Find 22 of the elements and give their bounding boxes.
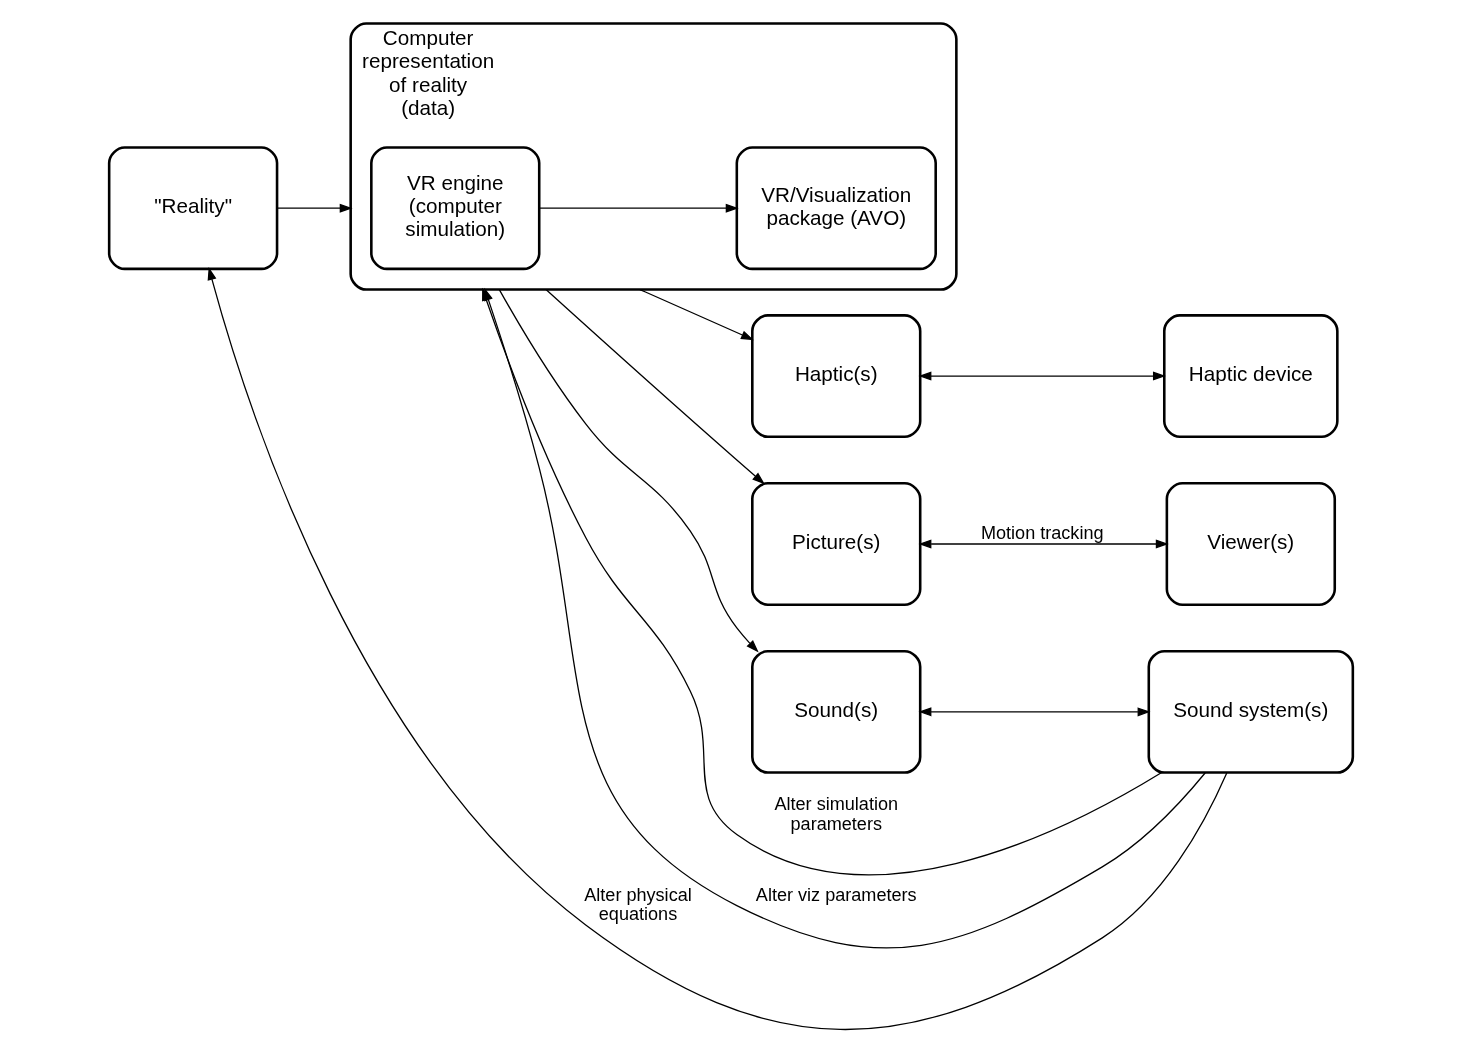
node-box: Picture(s) [750, 482, 921, 606]
node-box: Haptic(s) [750, 314, 921, 439]
arrow [917, 539, 1169, 549]
edge-label: Alter simulation parameters [773, 794, 898, 834]
edge-label: Alter viz parameters [755, 884, 917, 905]
edge-label: Alter physical equations [583, 884, 692, 925]
arrow [538, 203, 739, 213]
arrow [638, 288, 754, 341]
node-box: Sound system(s) [1147, 649, 1354, 774]
node-box: VR engine (computer simulation) [369, 146, 540, 271]
arrow [917, 707, 1151, 717]
node-box: Viewer(s) [1165, 482, 1336, 606]
node-box: Haptic device [1162, 314, 1339, 439]
node-box: Sound(s) [750, 649, 921, 774]
node-box: VR/Visualization package (AVO) [735, 146, 937, 271]
arrow [498, 288, 759, 653]
arrow [917, 371, 1166, 381]
edge-label: Motion tracking [980, 523, 1104, 544]
arrow [276, 203, 353, 213]
arrow [544, 288, 765, 485]
node-box: "Reality" [107, 146, 278, 271]
arrow [207, 267, 1227, 1031]
